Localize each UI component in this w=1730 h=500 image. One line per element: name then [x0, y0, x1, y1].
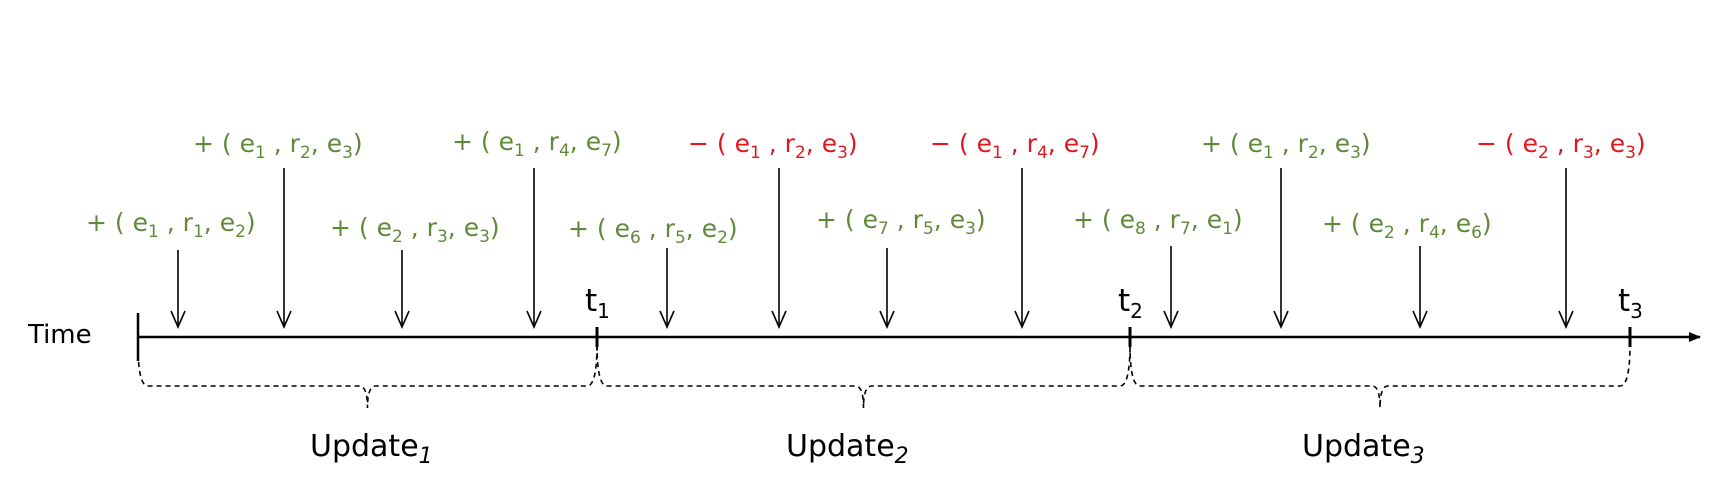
event-label: + ( e1 , r2, e3) [193, 129, 363, 163]
event-add: + ( e7 , r5, e3) [816, 205, 986, 329]
tick-label: t2 [1118, 283, 1143, 323]
update-brace [1129, 343, 1631, 409]
event-label: + ( e2 , r3, e3) [330, 213, 500, 247]
update-label: Update2 [786, 429, 909, 469]
event-label: + ( e1 , r4, e7) [452, 127, 622, 161]
event-arrowhead [276, 310, 292, 329]
event-add: + ( e2 , r4, e6) [1322, 209, 1492, 329]
event-arrowhead [1273, 310, 1289, 329]
time-axis-label: Time [27, 320, 92, 350]
updates-layer: Update1 Update2 Update3 [310, 429, 1425, 469]
event-add: + ( e1 , r4, e7) [452, 127, 622, 329]
event-remove: − ( e1 , r4, e7) [930, 129, 1100, 329]
ticks-layer: t1 t2 t3 [585, 283, 1643, 347]
event-label: + ( e6 , r5, e2) [568, 214, 738, 248]
event-add: + ( e1 , r2, e3) [193, 129, 363, 329]
event-label: − ( e1 , r2, e3) [688, 129, 858, 163]
event-arrowhead [1163, 310, 1179, 329]
event-arrowhead [1558, 310, 1574, 329]
event-label: + ( e1 , r2, e3) [1201, 129, 1371, 163]
update-label: Update3 [1302, 429, 1425, 469]
tick-label: t1 [585, 283, 610, 323]
update-brace [137, 343, 598, 409]
event-add: + ( e8 , r7, e1) [1073, 205, 1243, 329]
event-remove: − ( e2 , r3, e3) [1476, 129, 1646, 329]
event-add: + ( e1 , r1, e2) [86, 208, 256, 329]
event-arrowhead [526, 310, 542, 329]
update-brace [596, 343, 1131, 409]
tick-label: t3 [1618, 283, 1643, 323]
event-label: + ( e1 , r1, e2) [86, 208, 256, 242]
braces-layer [137, 343, 1631, 409]
event-label: + ( e7 , r5, e3) [816, 205, 986, 239]
event-label: − ( e2 , r3, e3) [1476, 129, 1646, 163]
events-layer: + ( e1 , r1, e2) + ( e1 , r2, e3) + ( e2 ,… [86, 127, 1646, 329]
event-add: + ( e6 , r5, e2) [568, 214, 738, 329]
event-arrowhead [659, 310, 675, 329]
event-arrowhead [771, 310, 787, 329]
update-label: Update1 [310, 429, 433, 469]
event-add: + ( e2 , r3, e3) [330, 213, 500, 329]
event-remove: − ( e1 , r2, e3) [688, 129, 858, 329]
event-arrowhead [879, 310, 895, 329]
event-add: + ( e1 , r2, e3) [1201, 129, 1371, 329]
event-arrowhead [1412, 310, 1428, 329]
event-label: − ( e1 , r4, e7) [930, 129, 1100, 163]
event-arrowhead [170, 310, 186, 329]
event-arrowhead [1014, 310, 1030, 329]
event-arrowhead [394, 310, 410, 329]
event-label: + ( e8 , r7, e1) [1073, 205, 1243, 239]
event-label: + ( e2 , r4, e6) [1322, 209, 1492, 243]
